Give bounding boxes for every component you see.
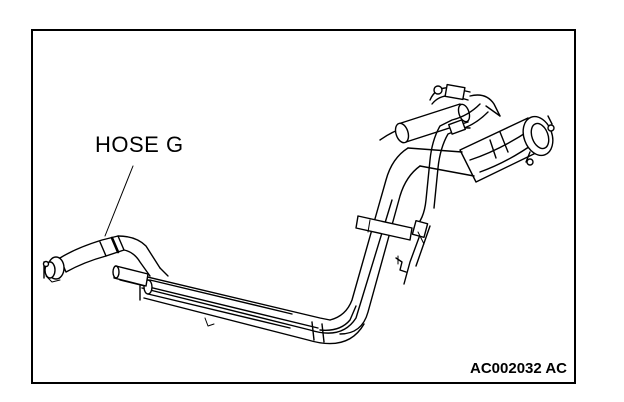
vent-line — [403, 103, 489, 285]
left-pipe-stub — [112, 265, 149, 287]
pipe-bracket — [395, 255, 407, 273]
vent-valve — [429, 83, 501, 117]
upper-canister — [394, 103, 471, 144]
hose-g-label: HOSE G — [95, 132, 184, 157]
vent-connectors — [411, 119, 466, 245]
filler-neck-cap-flange — [522, 115, 555, 166]
breather-pipes — [139, 199, 393, 345]
hose-g-clamp — [42, 256, 65, 283]
figure-code: AC002032 AC — [470, 360, 567, 377]
lower-cylinder — [143, 279, 293, 329]
filler-pipe-main — [117, 147, 421, 335]
hose-g-leader-line — [104, 165, 134, 237]
hose-g — [59, 235, 169, 277]
pipe-strap — [355, 215, 413, 241]
